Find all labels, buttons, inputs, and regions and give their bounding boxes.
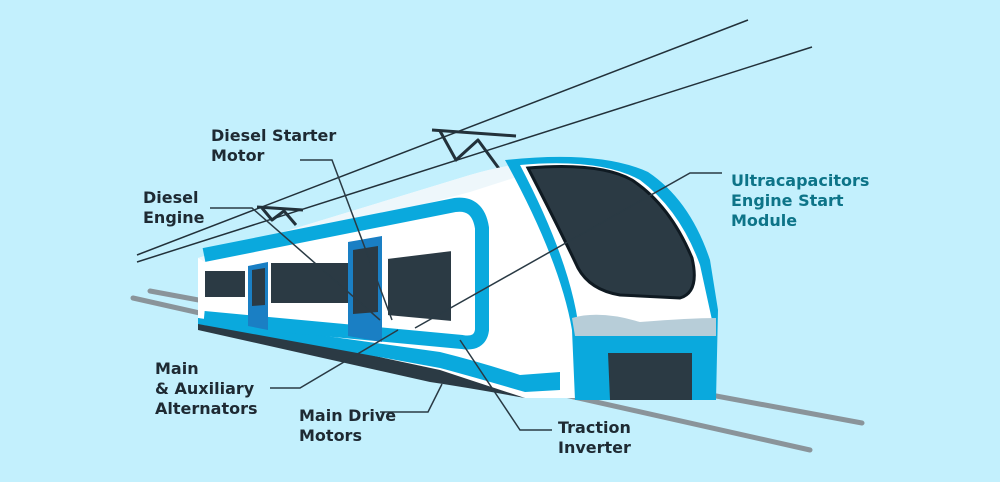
train-lower-stripe [198,318,560,392]
front-grille [608,353,692,400]
leader-main-drive-motors [380,383,443,413]
side-window-band [202,197,489,350]
leader-diesel-starter-motor [300,159,393,321]
label-line: Motor [211,146,265,165]
label-line: Main [155,359,199,378]
leader-diesel-engine [210,207,381,321]
label-line: Alternators [155,399,258,418]
headlight-strip [572,314,716,336]
label-line: Motors [299,426,362,445]
label-diesel-engine: Diesel Engine [143,188,205,228]
side-windows [203,248,453,324]
label-line: & Auxiliary [155,379,255,398]
label-line: Diesel [143,188,199,207]
label-main-drive-motors: Main Drive Motors [299,406,396,446]
label-line: Module [731,211,798,230]
label-line: Inverter [558,438,631,457]
label-ultracapacitors: Ultracapacitors Engine Start Module [731,171,869,231]
leader-traction-inverter [459,339,552,431]
windshield [525,165,696,300]
label-line: Engine Start [731,191,844,210]
label-line: Traction [558,418,631,437]
leader-lines [210,159,722,431]
rear-pantograph [256,205,304,226]
label-diesel-starter-motor: Diesel Starter Motor [211,126,336,166]
label-alternators: Main & Auxiliary Alternators [155,359,258,419]
front-pantograph [431,128,517,171]
leader-ultracapacitors [414,172,722,329]
label-line: Ultracapacitors [731,171,870,190]
leader-alternators [270,329,399,389]
train-doors [248,236,382,342]
label-traction-inverter: Traction Inverter [558,418,631,458]
label-line: Diesel Starter [211,126,337,145]
label-line: Engine [143,208,205,227]
label-line: Main Drive [299,406,397,425]
